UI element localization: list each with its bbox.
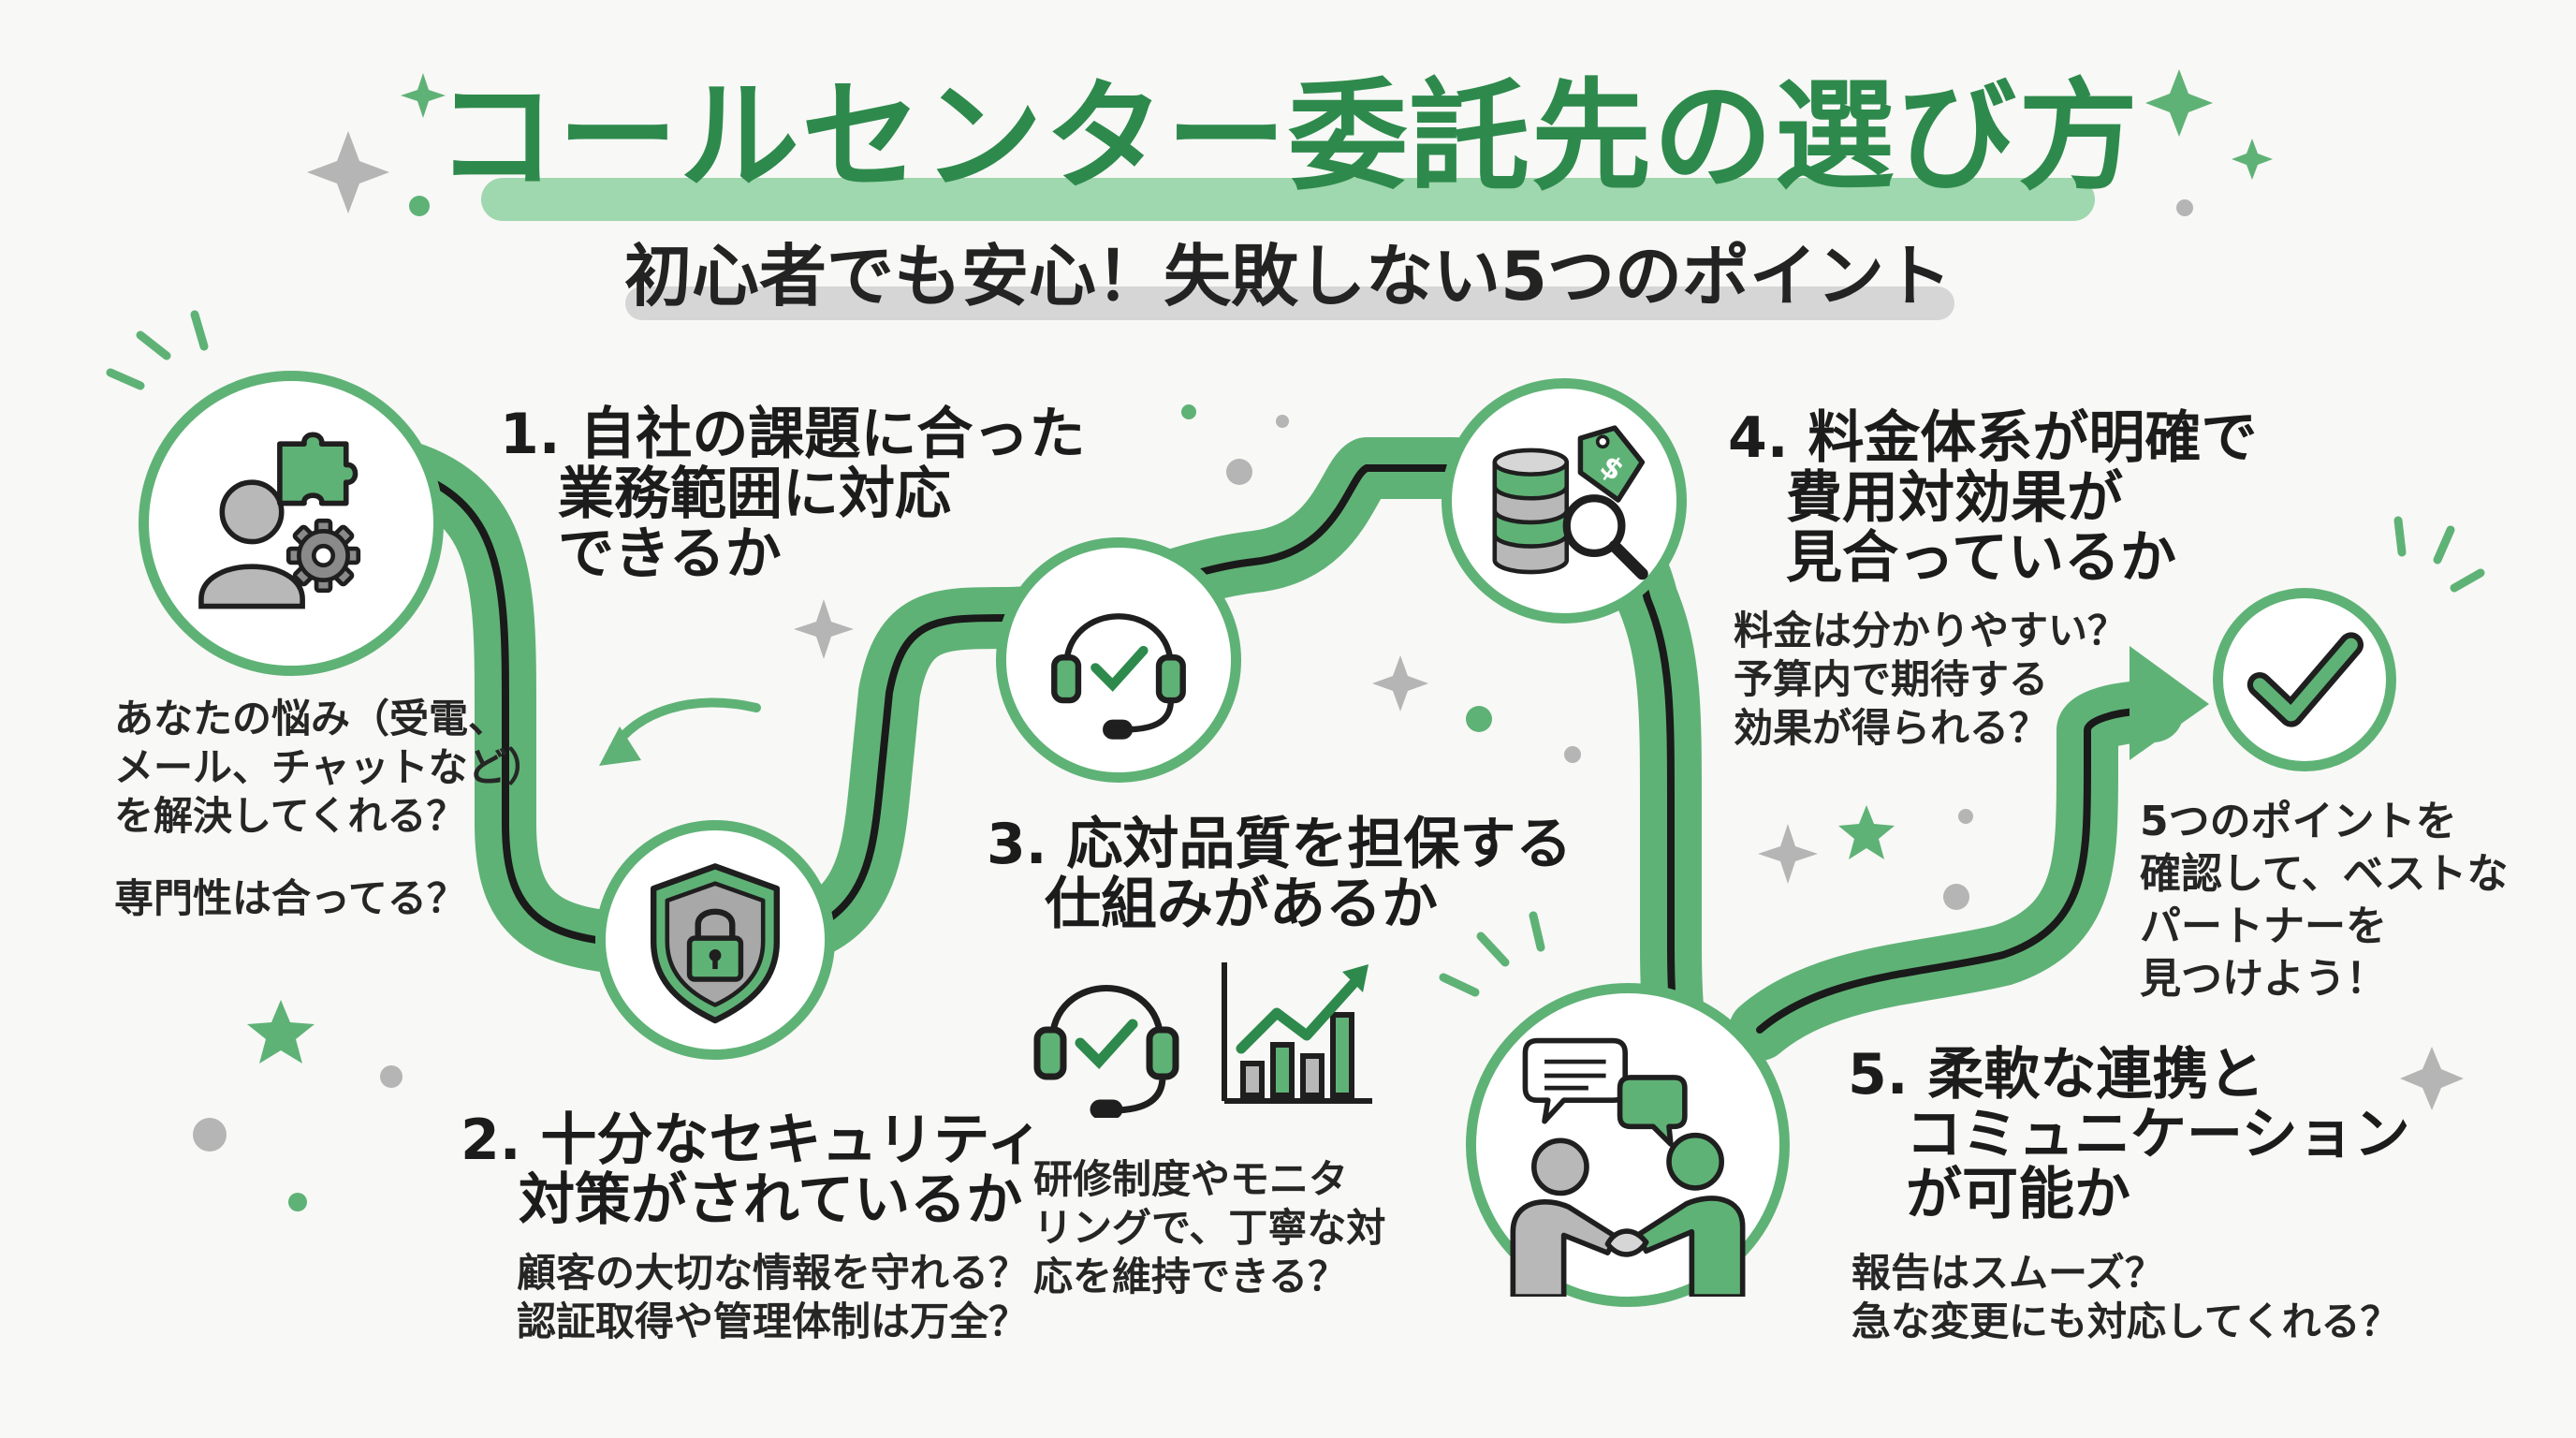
point-5-notes: 報告はスムーズ？ 急な変更にも対応してくれる？ [1852, 1249, 2399, 1346]
note-line: 急な変更にも対応してくれる？ [1852, 1299, 2400, 1344]
heading-line: 1. 自社の課題に合った [500, 402, 1086, 467]
point-2-circle [595, 820, 835, 1060]
note-line: 顧客の大切な情報を守れる？ [517, 1250, 1029, 1296]
point-2-heading: 2. 十分なセキュリティ 対策がされているか [461, 1110, 1043, 1230]
price-tag-icon: $ [1577, 425, 1646, 503]
headset-check-icon-small [1033, 985, 1179, 1118]
goal-line: 5つのポイントを [2140, 798, 2457, 845]
goal-line: 確認して、ベストな [2140, 850, 2509, 898]
handshake-icon [1510, 1132, 1746, 1297]
coins-icon [1492, 448, 1570, 575]
curved-arrow-head [599, 726, 641, 766]
heading-line: 対策がされているか [519, 1167, 1023, 1233]
shield-lock-icon [650, 863, 781, 1024]
goal-line: パートナーを [2140, 902, 2387, 950]
title-highlight [481, 178, 2095, 221]
page-title: コールセンター委託先の選び方 [435, 67, 2140, 207]
heading-line: 業務範囲に対応 [558, 462, 951, 527]
point-1-extra-note: 専門性は合ってる？ [114, 875, 466, 921]
note-line: メール、チャットなど） [114, 744, 547, 790]
heading-line: 4. 料金体系が明確で [1728, 405, 2258, 471]
point-1-notes: あなたの悩み（受電、 メール、チャットなど） を解決してくれる？ [114, 695, 547, 841]
point-1-heading: 1. 自社の課題に合った 業務範囲に対応 できるか [500, 404, 1085, 584]
point-4-notes: 料金は分かりやすい？ 予算内で期待する 効果が得られる？ [1734, 607, 2127, 753]
note-line: 報告はスムーズ？ [1852, 1250, 2164, 1296]
heading-line: が可能か [1906, 1162, 2130, 1227]
heading-line: 5. 柔軟な連携と [1848, 1042, 2265, 1108]
sparkle-decor-gray [307, 131, 2464, 1110]
note-line: 認証取得や管理体制は万全？ [517, 1299, 1029, 1344]
point-4-heading: 4. 料金体系が明確で 費用対効果が 見合っているか [1728, 408, 2257, 588]
goal-text: 5つのポイントを 確認して、ベストな パートナーを 見つけよう！ [2140, 796, 2508, 1005]
heading-line: できるか [558, 521, 782, 587]
point-1-circle [139, 371, 444, 676]
page-subtitle: 初心者でも安心！失敗しない5つのポイント [623, 237, 1953, 315]
curved-arrow [608, 697, 761, 754]
note-line: 効果が得られる？ [1734, 705, 2049, 751]
chat-bubbles-icon [1522, 1037, 1688, 1147]
point-5-circle [1466, 983, 1790, 1307]
headset-check-icon [1051, 613, 1186, 740]
person-icon [198, 479, 305, 609]
point-2-notes: 顧客の大切な情報を守れる？ 認証取得や管理体制は万全？ [517, 1249, 1028, 1346]
heading-line: 3. 応対品質を担保する [987, 812, 1573, 877]
subtitle-highlight [625, 286, 1954, 320]
note-line: 料金は分かりやすい？ [1734, 608, 2128, 653]
goal-arrow-head [2130, 646, 2209, 760]
point-3-circle [996, 537, 1241, 783]
dot-decor [193, 196, 2193, 1211]
point-3-heading: 3. 応対品質を担保する 仕組みがあるか [987, 814, 1572, 934]
point-5-heading: 5. 柔軟な連携と コミュニケーション が可能か [1848, 1045, 2410, 1225]
goal-arrow-path [1729, 681, 2184, 1061]
heading-line: コミュニケーション [1906, 1102, 2410, 1167]
burst-lines-goal [2393, 516, 2485, 593]
point-4-circle: $ [1442, 378, 1687, 624]
point-3-notes: 研修制度やモニタ リングで、丁寧な対 応を維持できる？ [1033, 1155, 1385, 1301]
goal-arrow-centerline [1756, 708, 2147, 1034]
burst-lines-1 [106, 310, 209, 390]
burst-lines-5 [1439, 911, 1545, 997]
note-line: 応を維持できる？ [1033, 1254, 1348, 1299]
goal-line: 見つけよう！ [2140, 955, 2387, 1003]
note-line: リングで、丁寧な対 [1033, 1205, 1386, 1251]
heading-line: 見合っているか [1786, 525, 2176, 591]
heading-line: 費用対効果が [1786, 465, 2123, 531]
note-line: 研修制度やモニタ [1033, 1156, 1349, 1202]
note-line: 予算内で期待する [1734, 656, 2049, 702]
magnifier-icon [1562, 494, 1648, 580]
star-decor-green [247, 805, 1895, 1064]
puzzle-icon [277, 432, 359, 506]
note-line: あなたの悩み（受電、 [114, 696, 508, 741]
growth-chart-icon [1222, 962, 1372, 1104]
note-line: を解決してくれる？ [114, 793, 466, 839]
gear-icon [285, 518, 361, 594]
goal-circle [2213, 588, 2396, 771]
heading-line: 仕組みがあるか [1045, 872, 1438, 937]
heading-line: 2. 十分なセキュリティ [461, 1108, 1043, 1173]
sparkle-decor-green [401, 69, 2273, 180]
